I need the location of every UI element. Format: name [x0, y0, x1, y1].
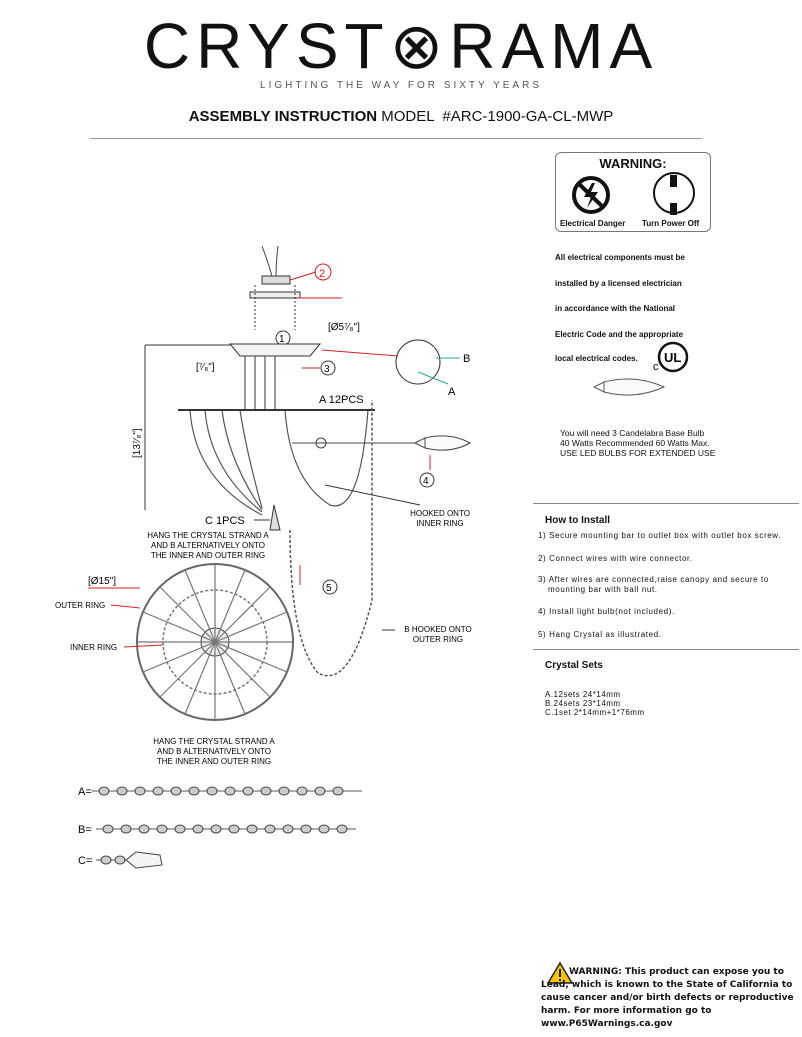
b-hooked-outer-line: B HOOKED ONTO	[404, 625, 471, 634]
ul-text: UL	[664, 350, 681, 365]
inner-ring-label: INNER RING	[70, 643, 117, 652]
section-divider	[533, 503, 799, 504]
step-5-marker: 5	[326, 583, 332, 594]
strand-c-beads	[96, 851, 163, 869]
detail-b-label: B	[463, 353, 470, 365]
hang-bottom-line: HANG THE CRYSTAL STRAND A	[153, 737, 275, 746]
warning-icons	[572, 172, 695, 215]
electrical-notice-line: installed by a licensed electrician	[555, 279, 682, 288]
dim-canopy-diameter: [Ø5⁷⁄₈"]	[328, 322, 360, 333]
bulb-note: You will need 3 Candelabra Base Bulb 40 …	[560, 428, 715, 458]
crystal-sets-list: A.12sets 24*14mm B.24sets 23*14mm C.1set…	[545, 690, 645, 717]
dim-ring-diameter: [Ø15"]	[88, 576, 116, 587]
crystal-set-item: B.24sets 23*14mm	[545, 699, 621, 708]
label-c-1pcs: C 1PCS	[205, 515, 245, 527]
bulb-note-line: 40 Watts Recommended 60 Watts Max.	[560, 438, 710, 448]
hang-top-line: AND B ALTERNATIVELY ONTO	[151, 541, 265, 550]
install-step: 1) Secure mounting bar to outlet box wit…	[538, 531, 782, 540]
strand-b-beads	[102, 824, 348, 834]
candelabra-bulb-icon	[592, 378, 666, 396]
dim-total-height: [13⁷⁄₈"]	[132, 428, 143, 458]
warning-triangle-icon	[547, 962, 573, 984]
hooked-inner-line: HOOKED ONTO	[410, 509, 470, 518]
step-2-marker: 2	[319, 268, 325, 280]
title-model-number: #ARC-1900-GA-CL-MWP	[442, 108, 614, 125]
ul-c-mark: c	[653, 361, 659, 373]
crystal-sets-title: Crystal Sets	[545, 660, 603, 671]
bulb-note-line: You will need 3 Candelabra Base Bulb	[560, 428, 705, 438]
strand-a-beads	[98, 786, 344, 796]
label-a-12pcs: A 12PCS	[319, 394, 364, 406]
dim-canopy-height: [⁷⁄₈"]	[196, 362, 215, 373]
hang-bottom-line: THE INNER AND OUTER RING	[157, 757, 271, 766]
electrical-danger-label: Electrical Danger	[560, 219, 626, 228]
strand-a-label: A=	[78, 786, 92, 798]
electrical-notice-line: Electric Code and the appropriate	[555, 330, 684, 339]
b-hooked-outer-line: OUTER RING	[413, 635, 463, 644]
bulb-note-line: USE LED BULBS FOR EXTENDED USE	[560, 448, 716, 458]
prop65-text: WARNING: This product can expose you to …	[541, 967, 794, 1029]
install-step: 3) After wires are connected,raise canop…	[538, 575, 769, 584]
page-title: ASSEMBLY INSTRUCTION MODEL #ARC-1900-GA-…	[0, 108, 802, 125]
assembly-diagram: 2 1 [Ø5⁷⁄₈"] [⁷⁄₈"] B A 3 A 12PCS [13⁷⁄₈…	[55, 245, 472, 869]
electrical-notice-line: All electrical components must be	[555, 253, 685, 262]
step-3-marker: 3	[324, 364, 330, 375]
outer-ring-label: OUTER RING	[55, 601, 105, 610]
prop65-warning: WARNING: This product can expose you to …	[541, 966, 801, 1031]
hang-bottom-line: AND B ALTERNATIVELY ONTO	[157, 747, 271, 756]
step-4-marker: 4	[423, 476, 429, 487]
turn-power-off-label: Turn Power Off	[642, 219, 700, 228]
electrical-danger-icon	[572, 176, 610, 214]
step-1-marker: 1	[279, 334, 285, 345]
ul-listed-icon: c UL	[653, 341, 689, 373]
title-model-label: MODEL	[381, 108, 435, 125]
install-step: 4) Install light bulb(not included).	[538, 607, 675, 616]
power-off-icon	[653, 172, 695, 215]
hang-top-line: HANG THE CRYSTAL STRAND A	[147, 531, 269, 540]
strand-c-label: C=	[78, 855, 92, 867]
install-step: 5) Hang Crystal as illustrated.	[538, 630, 662, 639]
strand-b-label: B=	[78, 824, 92, 836]
electrical-notice-line: in accordance with the National	[555, 304, 676, 313]
how-to-install-title: How to Install	[545, 515, 610, 526]
warning-title: WARNING:	[599, 156, 667, 171]
electrical-notice-line: local electrical codes.	[555, 354, 638, 363]
title-assembly: ASSEMBLY INSTRUCTION	[188, 108, 378, 125]
detail-a-label: A	[448, 386, 456, 398]
install-step: mounting bar with ball nut.	[548, 585, 658, 594]
crystal-set-item: C.1set 2*14mm+1*76mm	[545, 708, 645, 717]
brand-logo: CRYST⊗RAMA	[143, 10, 659, 82]
hooked-inner-line: INNER RING	[416, 519, 463, 528]
install-step: 2) Connect wires with wire connector.	[538, 554, 693, 563]
hang-top-line: THE INNER AND OUTER RING	[151, 551, 265, 560]
crystal-set-item: A.12sets 24*14mm	[545, 690, 621, 699]
section-divider	[533, 649, 799, 650]
electrical-warning-box: WARNING: Electrical Danger Turn Power Of…	[555, 152, 711, 232]
brand-tagline: LIGHTING THE WAY FOR SIXTY YEARS	[260, 80, 542, 91]
header-divider	[90, 138, 702, 139]
